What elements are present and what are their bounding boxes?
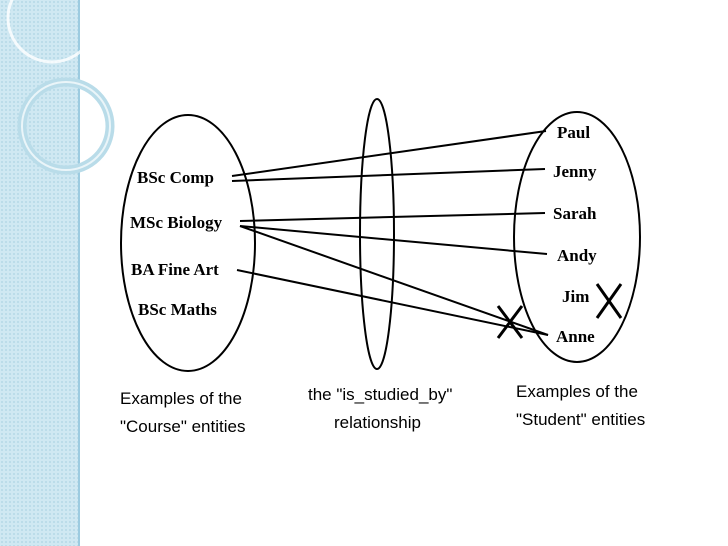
course-label-msc-biology: MSc Biology: [130, 213, 223, 232]
student-label-anne: Anne: [556, 327, 595, 346]
student-caption-line-2: "Student" entities: [516, 410, 645, 429]
student-label-jim: Jim: [562, 287, 589, 306]
course-caption-line-2: "Course" entities: [120, 417, 245, 436]
relationship-lines: [231, 130, 549, 336]
course-entity-set: [120, 114, 256, 372]
student-label-paul: Paul: [557, 123, 590, 142]
student-label-jenny: Jenny: [553, 162, 597, 181]
link-bsc-comp-to-paul: [231, 130, 547, 177]
cross-mark-near-anne: [496, 305, 524, 339]
link-ba-fine-art-to-anne: [236, 269, 549, 336]
decorative-ring-top: [6, 0, 98, 64]
link-msc-biology-to-sarah: [239, 212, 546, 222]
cross-mark-near-jim: [595, 283, 623, 319]
relationship-set: [359, 98, 395, 370]
link-msc-biology-to-anne: [239, 225, 549, 336]
student-label-sarah: Sarah: [553, 204, 597, 223]
link-msc-biology-to-andy: [239, 225, 548, 255]
course-caption-line-1: Examples of the: [120, 389, 242, 408]
student-label-andy: Andy: [557, 246, 597, 265]
link-bsc-comp-to-jenny: [231, 168, 546, 182]
student-entity-set: [513, 111, 641, 363]
relationship-caption-line-1: the "is_studied_by": [308, 385, 452, 404]
relationship-caption-line-2: relationship: [334, 413, 421, 432]
sidebar-edge: [78, 0, 80, 546]
decorative-ring-middle-highlight: [21, 81, 111, 171]
course-label-bsc-maths: BSc Maths: [138, 300, 217, 319]
course-label-bsc-comp: BSc Comp: [137, 168, 214, 187]
student-caption-line-1: Examples of the: [516, 382, 638, 401]
course-label-ba-fine-art: BA Fine Art: [131, 260, 219, 279]
